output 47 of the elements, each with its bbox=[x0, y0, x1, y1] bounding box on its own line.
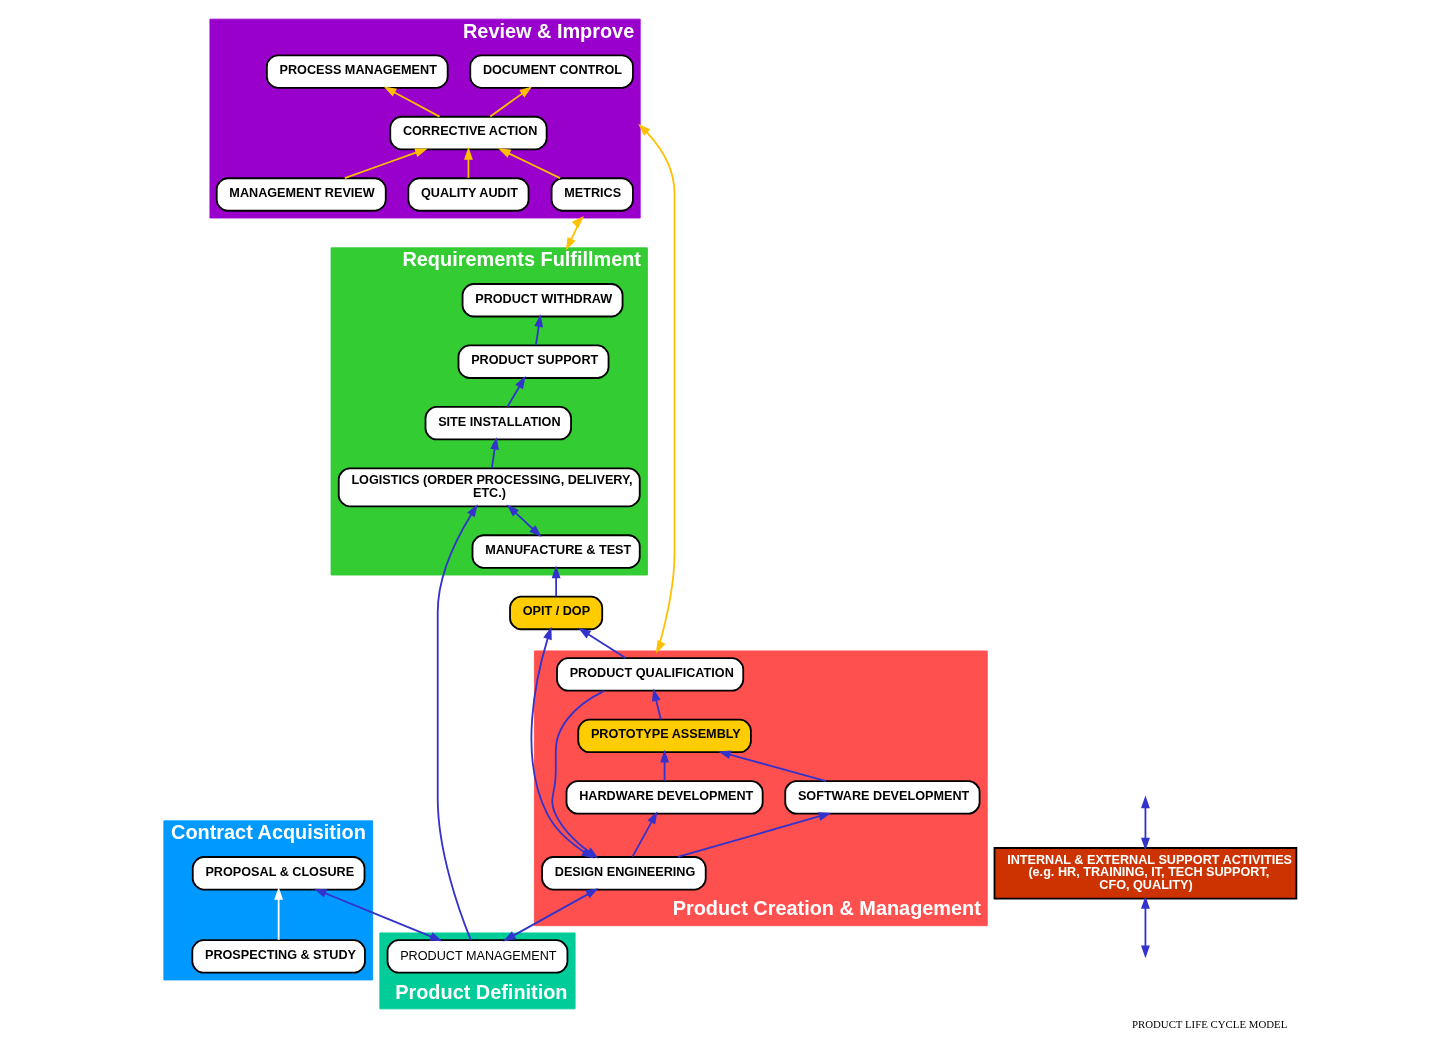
arrow bbox=[436, 504, 478, 941]
arrow bbox=[577, 627, 627, 659]
arrow bbox=[383, 86, 440, 118]
arrow bbox=[463, 146, 473, 179]
node-box: PROSPECTING & STUDY bbox=[190, 939, 366, 974]
arrow bbox=[530, 626, 594, 859]
caption: PRODUCT LIFE CYCLE MODEL bbox=[1131, 1018, 1287, 1031]
node-box: DOCUMENT CONTROL bbox=[468, 54, 634, 89]
arrow bbox=[489, 436, 499, 469]
node-box: HARDWARE DEVELOPMENT bbox=[565, 780, 764, 815]
node-box: DESIGN ENGINEERING bbox=[540, 856, 707, 891]
arrow bbox=[717, 750, 827, 782]
arrow bbox=[1140, 896, 1150, 959]
arrow bbox=[502, 888, 599, 942]
node-box: LOGISTICS (ORDER PROCESSING, DELIVERY, ETC.) bbox=[337, 467, 641, 508]
node-box: QUALITY AUDIT bbox=[406, 177, 529, 212]
node-box: INTERNAL & EXTERNAL SUPPORT ACTIVITIES (e.g. HR, TRAINING, IT, TECH SUPPORT, CFO, QUALITY) bbox=[993, 847, 1297, 900]
arrow bbox=[1140, 795, 1150, 851]
arrow bbox=[651, 688, 662, 721]
arrow bbox=[488, 86, 532, 118]
node-box: SOFTWARE DEVELOPMENT bbox=[783, 780, 980, 815]
arrow bbox=[497, 148, 561, 179]
node-box: PRODUCT SUPPORT bbox=[457, 344, 609, 379]
arrow bbox=[533, 314, 543, 347]
node-box: PRODUCT WITHDRAW bbox=[461, 283, 623, 318]
node-box: PRODUCT QUALIFICATION bbox=[555, 657, 744, 692]
arrow bbox=[551, 565, 561, 598]
arrow bbox=[659, 749, 669, 782]
arrow bbox=[343, 148, 428, 179]
node-box: MANAGEMENT REVIEW bbox=[215, 177, 387, 212]
arrow bbox=[273, 887, 283, 941]
node-box: PRODUCT MANAGEMENT bbox=[386, 939, 568, 974]
arrow bbox=[506, 376, 526, 408]
arrow bbox=[676, 812, 831, 858]
node-box: PROPOSAL & CLOSURE bbox=[191, 856, 365, 891]
node-box: CORRECTIVE ACTION bbox=[388, 115, 548, 151]
node-box: METRICS bbox=[550, 177, 634, 212]
node-box: PROCESS MANAGEMENT bbox=[265, 54, 449, 89]
node-box: PROTOTYPE ASSEMBLY bbox=[576, 718, 752, 754]
arrow bbox=[313, 888, 442, 942]
arrow bbox=[565, 216, 584, 251]
node-box: OPIT / DOP bbox=[508, 595, 603, 631]
node-box: SITE INSTALLATION bbox=[424, 406, 572, 441]
arrow bbox=[637, 123, 675, 654]
arrow bbox=[631, 811, 657, 858]
arrow bbox=[506, 504, 542, 538]
node-box: MANUFACTURE & TEST bbox=[471, 534, 641, 569]
